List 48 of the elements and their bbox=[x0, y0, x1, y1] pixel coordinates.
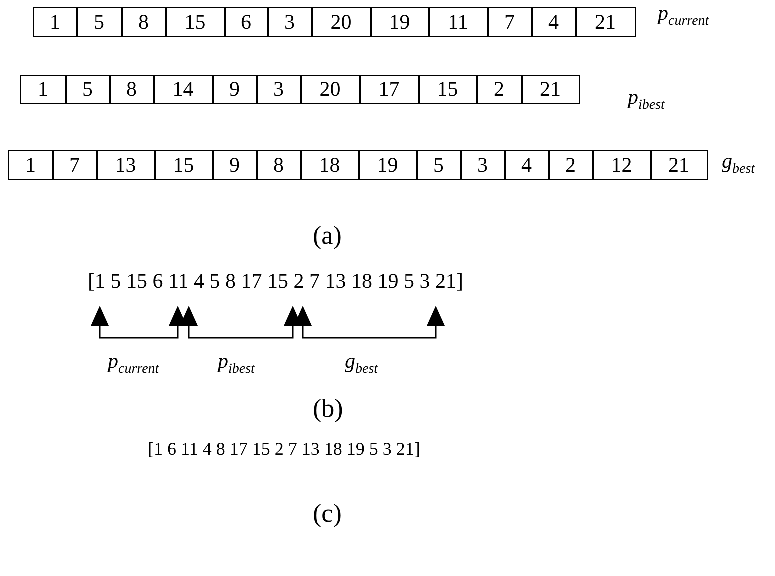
array-cell: 9 bbox=[212, 75, 258, 104]
array-cell: 21 bbox=[650, 150, 708, 180]
array-cell: 13 bbox=[96, 150, 156, 180]
array-cell: 15 bbox=[418, 75, 478, 104]
array-cell: 8 bbox=[256, 150, 302, 180]
array-cell: 2 bbox=[548, 150, 594, 180]
array-cell: 1 bbox=[20, 75, 66, 104]
array-cell: 3 bbox=[256, 75, 302, 104]
array-cell: 14 bbox=[153, 75, 214, 104]
array-cell: 21 bbox=[575, 7, 636, 37]
array-cell: 21 bbox=[521, 75, 580, 104]
sequence-text: [1 5 15 6 11 4 5 8 17 15 2 7 13 18 19 5 3 21] bbox=[88, 270, 464, 294]
array-cell: 9 bbox=[212, 150, 258, 180]
array-cell: 5 bbox=[76, 7, 122, 37]
array-cell: 18 bbox=[300, 150, 360, 180]
row-label: p$_{ibest}$ bbox=[628, 86, 665, 114]
array-cell: 2 bbox=[476, 75, 522, 104]
array-cell: 8 bbox=[109, 75, 154, 104]
panel-label: (c) bbox=[313, 500, 342, 529]
array-cell: 19 bbox=[358, 150, 418, 180]
panel-label: (b) bbox=[313, 395, 344, 424]
array-cell: 3 bbox=[460, 150, 506, 180]
array-cell: 7 bbox=[487, 7, 532, 37]
array-cell: 7 bbox=[52, 150, 98, 180]
array-cell: 12 bbox=[592, 150, 652, 180]
array-cell: 1 bbox=[33, 7, 78, 37]
array-cell: 5 bbox=[65, 75, 110, 104]
bracket-label: g$_{best}$ bbox=[345, 350, 378, 378]
array-cell: 8 bbox=[121, 7, 166, 37]
array-cell: 1 bbox=[8, 150, 54, 180]
array-cell: 20 bbox=[311, 7, 372, 37]
bracket-label: p$_{current}$ bbox=[108, 350, 160, 378]
array-cell: 3 bbox=[267, 7, 312, 37]
row-label: p$_{current}$ bbox=[658, 2, 710, 30]
array-cell: 4 bbox=[531, 7, 576, 37]
array-cell: 5 bbox=[416, 150, 462, 180]
panel-label: (a) bbox=[313, 222, 342, 251]
array-cell: 6 bbox=[224, 7, 268, 37]
array-cell: 11 bbox=[428, 7, 488, 37]
array-cell: 15 bbox=[165, 7, 226, 37]
sequence-text: [1 6 11 4 8 17 15 2 7 13 18 19 5 3 21] bbox=[148, 440, 420, 460]
row-label: g$_{best}$ bbox=[722, 150, 756, 178]
array-cell: 20 bbox=[300, 75, 360, 104]
array-cell: 15 bbox=[154, 150, 214, 180]
array-cell: 4 bbox=[504, 150, 550, 180]
array-cell: 19 bbox=[370, 7, 430, 37]
array-cell: 17 bbox=[359, 75, 420, 104]
bracket-label: p$_{ibest}$ bbox=[218, 350, 255, 378]
